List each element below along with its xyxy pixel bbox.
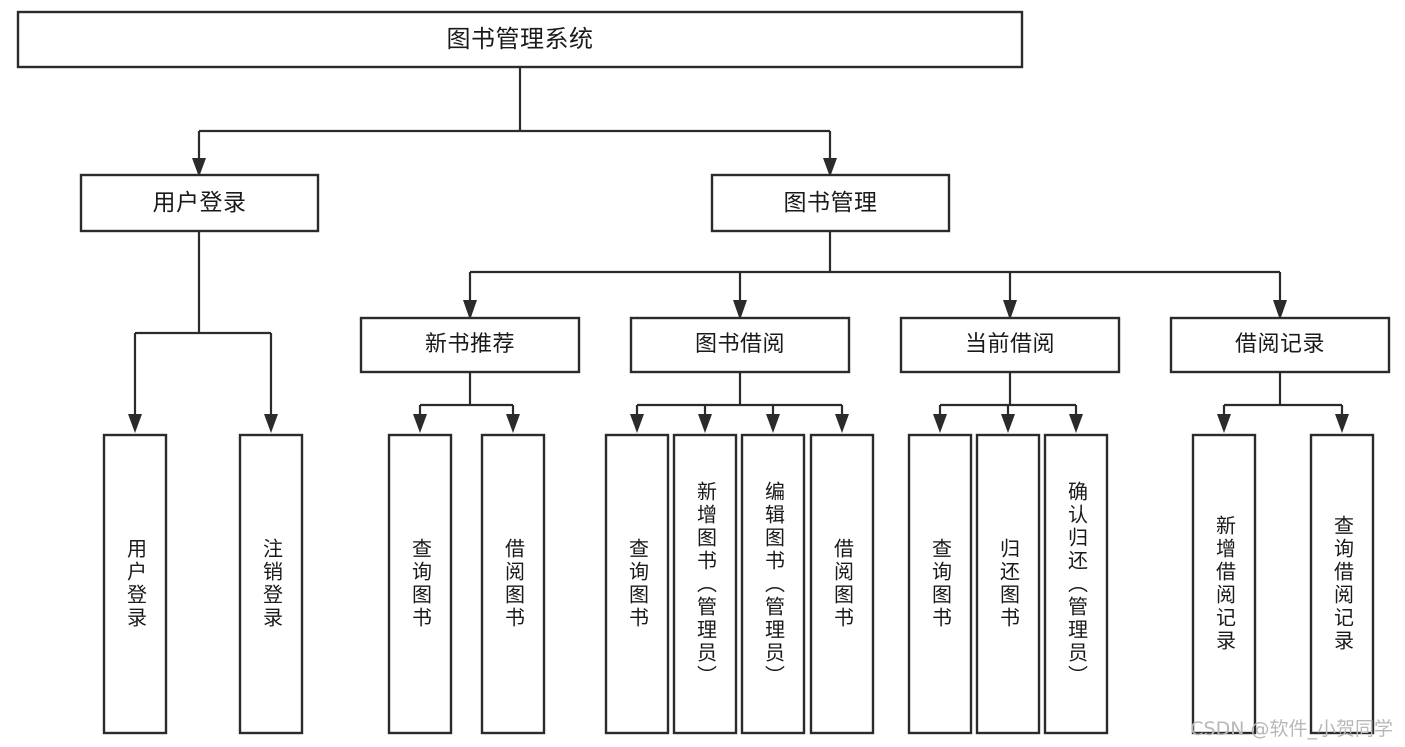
arrow-user-login-leaf-1	[128, 414, 142, 433]
arrow-record-leaf-1	[1217, 414, 1231, 433]
leaf-box-record-query[interactable]	[1309, 433, 1375, 735]
connector-borrow-record-to-leaves	[1222, 372, 1344, 418]
arrow-borrow-leaf-1	[630, 414, 644, 433]
arrow-to-book-borrow	[733, 300, 747, 320]
arrow-to-borrow-record	[1273, 300, 1287, 320]
arrow-root-to-book-management	[823, 158, 837, 177]
arrow-root-to-user-login	[192, 158, 206, 177]
leaf-box-logout[interactable]	[238, 433, 304, 735]
node-root-book-management-system[interactable]	[16, 10, 1024, 69]
leaf-box-borrow-query-book[interactable]	[604, 433, 670, 735]
node-new-book-recommend[interactable]	[359, 316, 581, 374]
connector-user-login-to-leaves	[133, 231, 273, 418]
leaf-box-borrow-add-book[interactable]	[672, 433, 738, 735]
leaf-box-borrow-borrow-book[interactable]	[809, 433, 875, 735]
node-borrow-record[interactable]	[1169, 316, 1391, 374]
arrow-record-leaf-2	[1335, 414, 1349, 433]
leaf-box-borrow-edit-book[interactable]	[740, 433, 806, 735]
arrow-user-login-leaf-2	[264, 414, 278, 433]
arrow-current-leaf-1	[933, 414, 947, 433]
node-book-borrow[interactable]	[629, 316, 851, 374]
leaf-box-record-add[interactable]	[1191, 433, 1257, 735]
connector-book-borrow-to-leaves	[635, 372, 844, 418]
leaf-box-user-login[interactable]	[102, 433, 168, 735]
leaf-box-current-confirm-return[interactable]	[1043, 433, 1109, 735]
arrow-recommend-leaf-1	[413, 414, 427, 433]
arrow-borrow-leaf-4	[835, 414, 849, 433]
connector-book-management-to-level3	[468, 231, 1282, 303]
arrow-current-leaf-2	[1001, 414, 1015, 433]
leaf-box-current-query-book[interactable]	[907, 433, 973, 735]
node-current-borrow[interactable]	[899, 316, 1121, 374]
arrow-recommend-leaf-2	[506, 414, 520, 433]
leaf-box-recommend-query-book[interactable]	[387, 433, 453, 735]
connector-new-book-recommend-to-leaves	[418, 372, 515, 418]
connector-current-borrow-to-leaves	[938, 372, 1078, 418]
arrow-borrow-leaf-2	[698, 414, 712, 433]
node-book-management[interactable]	[710, 173, 951, 233]
leaf-box-recommend-borrow-book[interactable]	[480, 433, 546, 735]
leaf-box-current-return-book[interactable]	[975, 433, 1041, 735]
node-user-login[interactable]	[79, 173, 320, 233]
arrow-to-new-book-recommend	[463, 300, 477, 320]
arrow-to-current-borrow	[1003, 300, 1017, 320]
connector-root-to-level2	[197, 67, 832, 160]
arrow-borrow-leaf-3	[766, 414, 780, 433]
arrow-current-leaf-3	[1069, 414, 1083, 433]
